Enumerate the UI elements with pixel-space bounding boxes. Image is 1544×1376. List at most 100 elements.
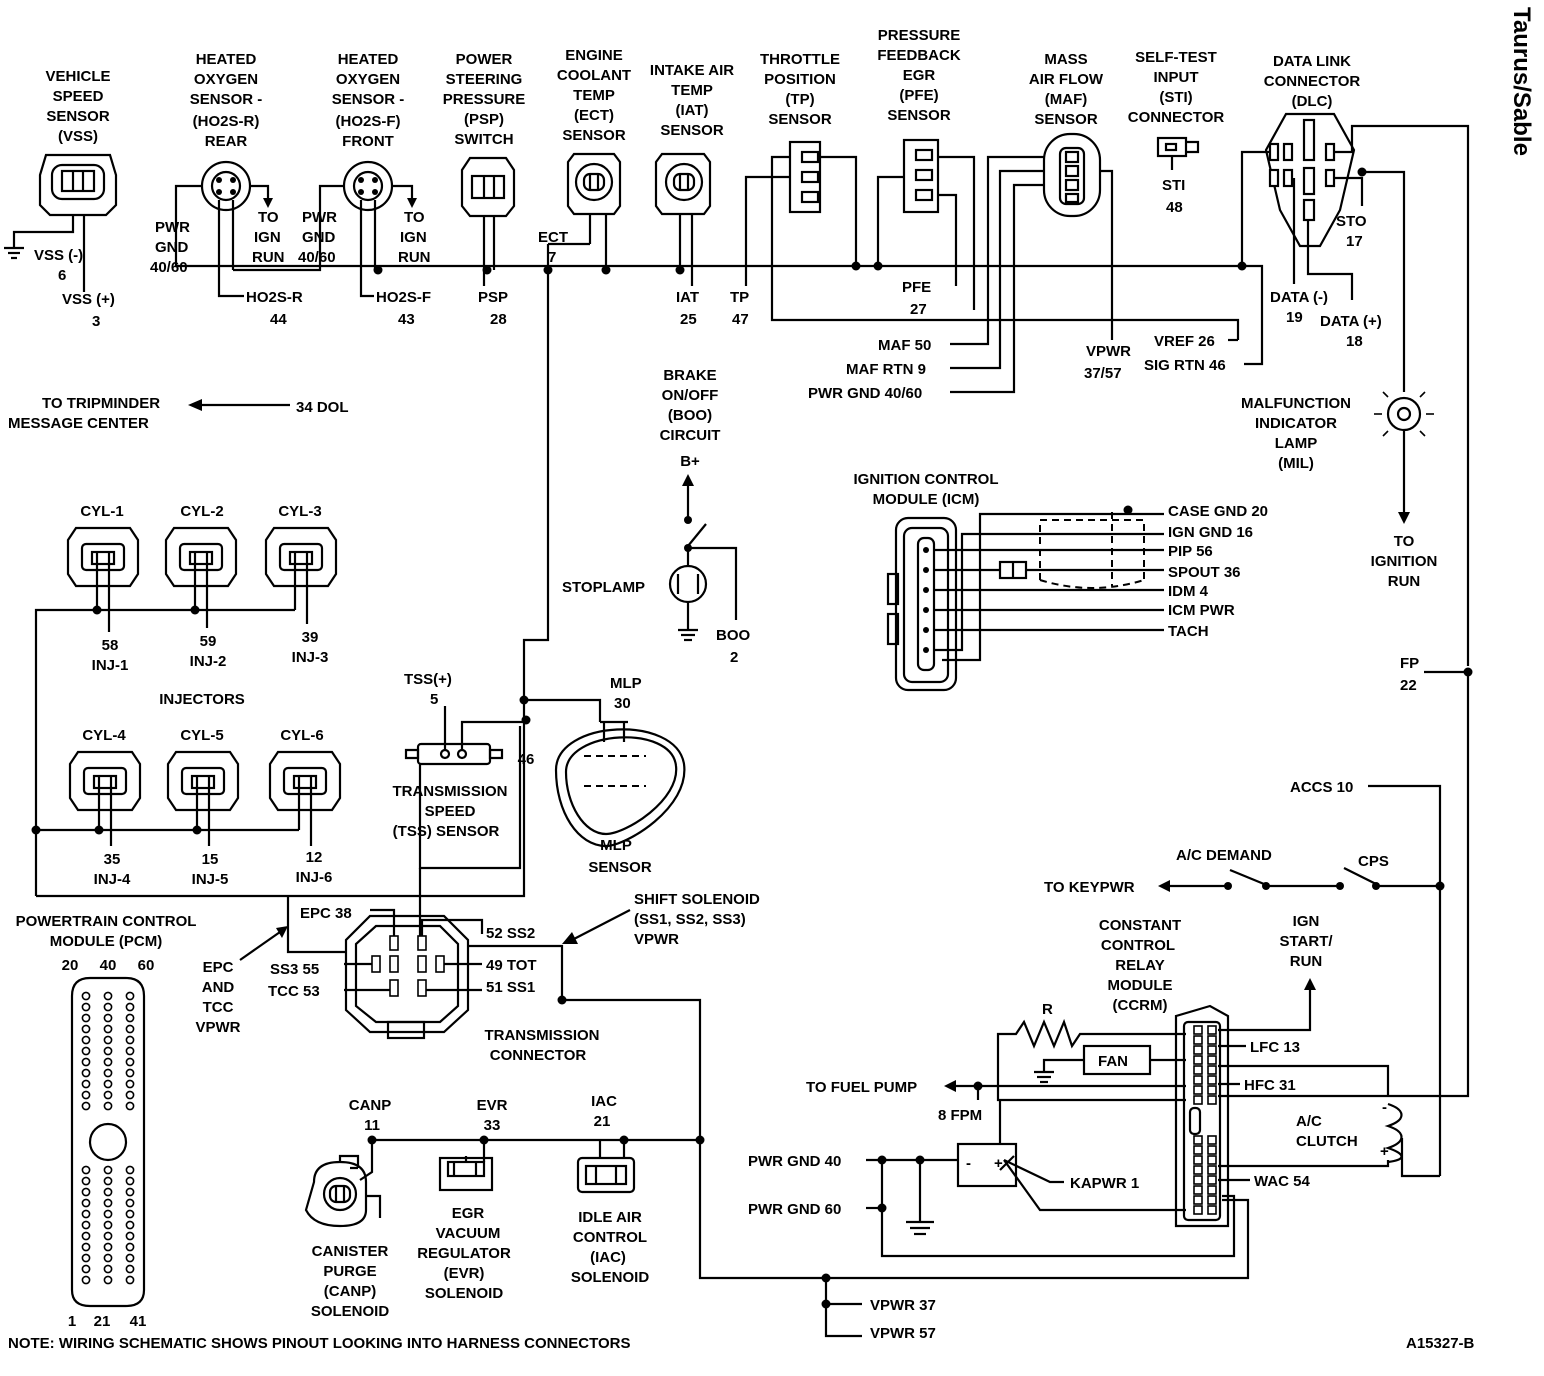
svg-text:MODULE (ICM): MODULE (ICM) xyxy=(873,491,980,508)
ect-label: ENGINE COOLANT TEMP (ECT) SENSOR xyxy=(557,47,631,144)
svg-text:HFC 31: HFC 31 xyxy=(1244,1077,1296,1094)
svg-text:SENSOR: SENSOR xyxy=(46,108,110,125)
svg-text:TCC 53: TCC 53 xyxy=(268,983,320,1000)
svg-text:52 SS2: 52 SS2 xyxy=(486,925,535,942)
ccrm-pin xyxy=(1193,1085,1203,1095)
ect-pin-label: ECT xyxy=(538,229,568,246)
maf-connector xyxy=(950,132,1114,394)
pcm-pin xyxy=(103,1002,113,1012)
pcm-pin xyxy=(81,1035,91,1045)
ccrm-pin xyxy=(1193,1185,1203,1195)
injector-cyl-6 xyxy=(268,750,342,812)
ccrm-pin xyxy=(1207,1165,1217,1175)
fp-pin: 22 xyxy=(1400,677,1417,694)
pcm-pin xyxy=(81,1079,91,1089)
ccrm-pin xyxy=(1207,1095,1217,1105)
ccrm-pin xyxy=(1193,1155,1203,1165)
ect-pin-num: 7 xyxy=(548,249,556,266)
svg-text:(TP): (TP) xyxy=(785,91,814,108)
svg-text:1: 1 xyxy=(68,1313,76,1330)
ccrm-pin xyxy=(1207,1065,1217,1075)
svg-text:PWR GND 60: PWR GND 60 xyxy=(748,1201,841,1218)
svg-text:HO2S-R: HO2S-R xyxy=(246,289,303,306)
svg-text:POSITION: POSITION xyxy=(764,71,836,88)
pcm-pin xyxy=(81,1198,91,1208)
svg-text:DATA LINK: DATA LINK xyxy=(1273,53,1351,70)
svg-text:21: 21 xyxy=(94,1313,111,1330)
svg-text:(TSS) SENSOR: (TSS) SENSOR xyxy=(393,823,500,840)
svg-text:FRONT: FRONT xyxy=(342,133,394,150)
pcm-pin xyxy=(103,1231,113,1241)
pcm-pin xyxy=(125,1220,135,1230)
svg-text:VPWR: VPWR xyxy=(634,931,679,948)
pcm-pin xyxy=(81,1220,91,1230)
svg-text:PWR GND 40/60: PWR GND 40/60 xyxy=(808,385,922,402)
ccrm-pin xyxy=(1193,1045,1203,1055)
evr-solenoid xyxy=(438,1140,494,1192)
svg-text:INJ-5: INJ-5 xyxy=(192,871,229,888)
svg-text:12: 12 xyxy=(306,849,323,866)
boo-pin-num: 2 xyxy=(730,649,738,666)
svg-text:IGNITION CONTROL: IGNITION CONTROL xyxy=(854,471,999,488)
svg-text:INPUT: INPUT xyxy=(1154,69,1199,86)
svg-text:(IAC): (IAC) xyxy=(590,1249,626,1266)
svg-text:SOLENOID: SOLENOID xyxy=(425,1285,504,1302)
ccrm-pin xyxy=(1193,1055,1203,1065)
ho2s-f-label: HEATED OXYGEN SENSOR - (HO2S-F) FRONT xyxy=(332,51,405,150)
svg-text:VREF 26: VREF 26 xyxy=(1154,333,1215,350)
svg-text:CANP: CANP xyxy=(349,1097,392,1114)
sti-pin-label: STI xyxy=(1162,177,1185,194)
pcm-pin xyxy=(81,1101,91,1111)
svg-text:IGN: IGN xyxy=(254,229,281,246)
svg-text:59: 59 xyxy=(200,633,217,650)
shift-solenoid-label: SHIFT SOLENOID (SS1, SS2, SS3) VPWR xyxy=(562,891,760,948)
svg-text:POWERTRAIN CONTROL: POWERTRAIN CONTROL xyxy=(16,913,197,930)
pcm-pin xyxy=(125,1101,135,1111)
svg-text:IGNITION: IGNITION xyxy=(1371,553,1438,570)
ho2s-r-connector xyxy=(174,160,273,298)
iat-connector xyxy=(654,152,712,286)
canp-label: CANISTER PURGE (CANP) SOLENOID xyxy=(311,1243,390,1320)
injector-connectors xyxy=(31,526,526,898)
ccrm-pin xyxy=(1207,1145,1217,1155)
svg-text:5: 5 xyxy=(430,691,438,708)
svg-text:SENSOR: SENSOR xyxy=(887,107,951,124)
pcm-pin xyxy=(125,1013,135,1023)
pcm-pin xyxy=(103,1220,113,1230)
vpwr-37-label: VPWR 37 xyxy=(870,1297,936,1314)
pcm-pin xyxy=(125,1165,135,1175)
epc-vpwr-label: EPC AND TCC VPWR xyxy=(196,926,288,1036)
canp-solenoid xyxy=(304,1140,382,1228)
pcm-pin xyxy=(125,1275,135,1285)
injector-cyl-4 xyxy=(68,750,142,812)
svg-text:(EVR): (EVR) xyxy=(444,1265,485,1282)
icm-label: IGNITION CONTROL MODULE (ICM) xyxy=(854,471,999,508)
pcm-pin xyxy=(103,1057,113,1067)
svg-text:IGN: IGN xyxy=(1293,913,1320,930)
svg-text:LAMP: LAMP xyxy=(1275,435,1318,452)
svg-text:GND: GND xyxy=(302,229,336,246)
svg-text:8 FPM: 8 FPM xyxy=(938,1107,982,1124)
pcm-pin xyxy=(125,1057,135,1067)
injector-cyl-5 xyxy=(166,750,240,812)
cyl-5-label: CYL-5 xyxy=(180,727,223,744)
svg-text:CONTROL: CONTROL xyxy=(573,1229,647,1246)
tp-label: THROTTLE POSITION (TP) SENSOR xyxy=(760,51,840,128)
svg-text:EPC 38: EPC 38 xyxy=(300,905,352,922)
svg-text:EVR: EVR xyxy=(477,1097,508,1114)
evr-label: EGR VACUUM REGULATOR (EVR) SOLENOID xyxy=(417,1205,511,1302)
ho2s-r-pins: PWR GND 40/60 TO IGN RUN HO2S-R 44 xyxy=(150,209,303,328)
pcm-pin xyxy=(125,1079,135,1089)
ccrm-pin xyxy=(1207,1085,1217,1095)
injectors-title: INJECTORS xyxy=(159,691,245,708)
pcm-pin xyxy=(81,1057,91,1067)
pcm-pin xyxy=(81,1264,91,1274)
pcm-pin xyxy=(125,1046,135,1056)
svg-text:VEHICLE: VEHICLE xyxy=(45,68,110,85)
svg-text:IGN: IGN xyxy=(400,229,427,246)
svg-text:VACUUM: VACUUM xyxy=(436,1225,501,1242)
ccrm-pin xyxy=(1193,1025,1203,1035)
svg-text:41: 41 xyxy=(130,1313,147,1330)
pcm-pin xyxy=(125,1002,135,1012)
vss-label: VEHICLE SPEED SENSOR (VSS) xyxy=(45,68,110,145)
